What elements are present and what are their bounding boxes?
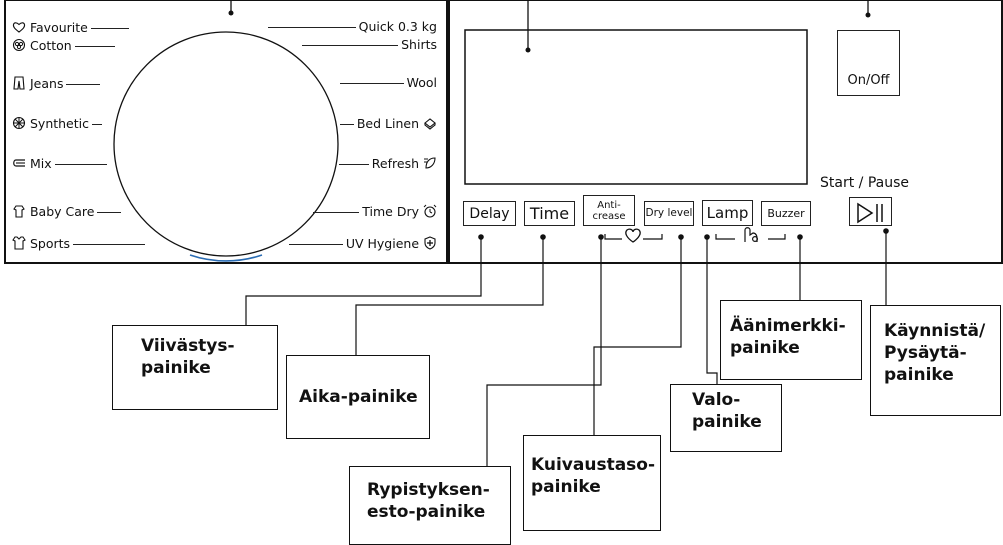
play-pause-icon bbox=[857, 202, 874, 224]
program-refresh[interactable]: Refresh bbox=[336, 156, 437, 171]
callout-time: Aika-painike bbox=[286, 355, 430, 439]
dry-level-button[interactable]: Dry level bbox=[644, 201, 694, 226]
program-baby-care[interactable]: Baby Care bbox=[12, 204, 124, 219]
delay-button[interactable]: Delay bbox=[463, 201, 516, 226]
display-screen bbox=[464, 29, 808, 185]
refresh-icon bbox=[423, 156, 437, 170]
synthetic-icon bbox=[12, 116, 26, 130]
heart-icon bbox=[12, 20, 26, 34]
program-jeans[interactable]: Jeans bbox=[12, 76, 103, 91]
start-pause-label: Start / Pause bbox=[820, 175, 909, 191]
program-time-dry[interactable]: Time Dry bbox=[310, 204, 437, 219]
baby-care-icon bbox=[12, 204, 26, 218]
uv-hygiene-icon bbox=[423, 236, 437, 250]
program-mix[interactable]: Mix bbox=[12, 156, 110, 171]
buzzer-button[interactable]: Buzzer bbox=[761, 201, 811, 226]
child-lock-icon bbox=[744, 227, 758, 243]
bed-linen-icon bbox=[423, 116, 437, 130]
lamp-button[interactable]: Lamp bbox=[702, 200, 753, 226]
cotton-icon bbox=[12, 38, 26, 52]
alarm-clock-icon bbox=[423, 204, 437, 218]
anti-crease-button[interactable]: Anti- crease bbox=[583, 195, 635, 226]
callout-anti-crease: Rypistyksen- esto-painike bbox=[349, 466, 511, 545]
jeans-icon bbox=[12, 76, 26, 90]
program-wool[interactable]: Wool bbox=[337, 76, 437, 90]
callout-delay: Viivästys- painike bbox=[112, 325, 278, 410]
time-button[interactable]: Time bbox=[524, 201, 575, 226]
program-knob bbox=[113, 31, 339, 257]
callout-dry-level: Kuivaustaso- painike bbox=[523, 435, 661, 531]
favourite-heart-icon bbox=[625, 228, 641, 243]
knob-indicator-arc bbox=[189, 254, 263, 262]
program-shirts[interactable]: Shirts bbox=[299, 38, 437, 52]
start-pause-button[interactable] bbox=[849, 197, 892, 226]
program-sports[interactable]: Sports bbox=[12, 236, 148, 251]
callout-start-pause: Käynnistä/ Pysäytä- painike bbox=[870, 305, 1001, 416]
program-favourite[interactable]: Favourite bbox=[12, 20, 132, 35]
control-panel-frame bbox=[448, 0, 1003, 264]
sports-icon bbox=[12, 236, 26, 250]
program-synthetic[interactable]: Synthetic bbox=[12, 116, 105, 131]
program-quick[interactable]: Quick 0.3 kg bbox=[265, 20, 437, 34]
program-uv-hygiene[interactable]: UV Hygiene bbox=[286, 236, 437, 251]
program-bed-linen[interactable]: Bed Linen bbox=[337, 116, 437, 131]
callout-lamp: Valo- painike bbox=[670, 384, 782, 452]
program-panel-frame bbox=[4, 0, 448, 264]
program-cotton[interactable]: Cotton bbox=[12, 38, 118, 53]
power-button[interactable]: On/Off bbox=[837, 30, 900, 96]
mix-icon bbox=[12, 156, 26, 170]
callout-buzzer: Äänimerkki- painike bbox=[720, 300, 862, 380]
